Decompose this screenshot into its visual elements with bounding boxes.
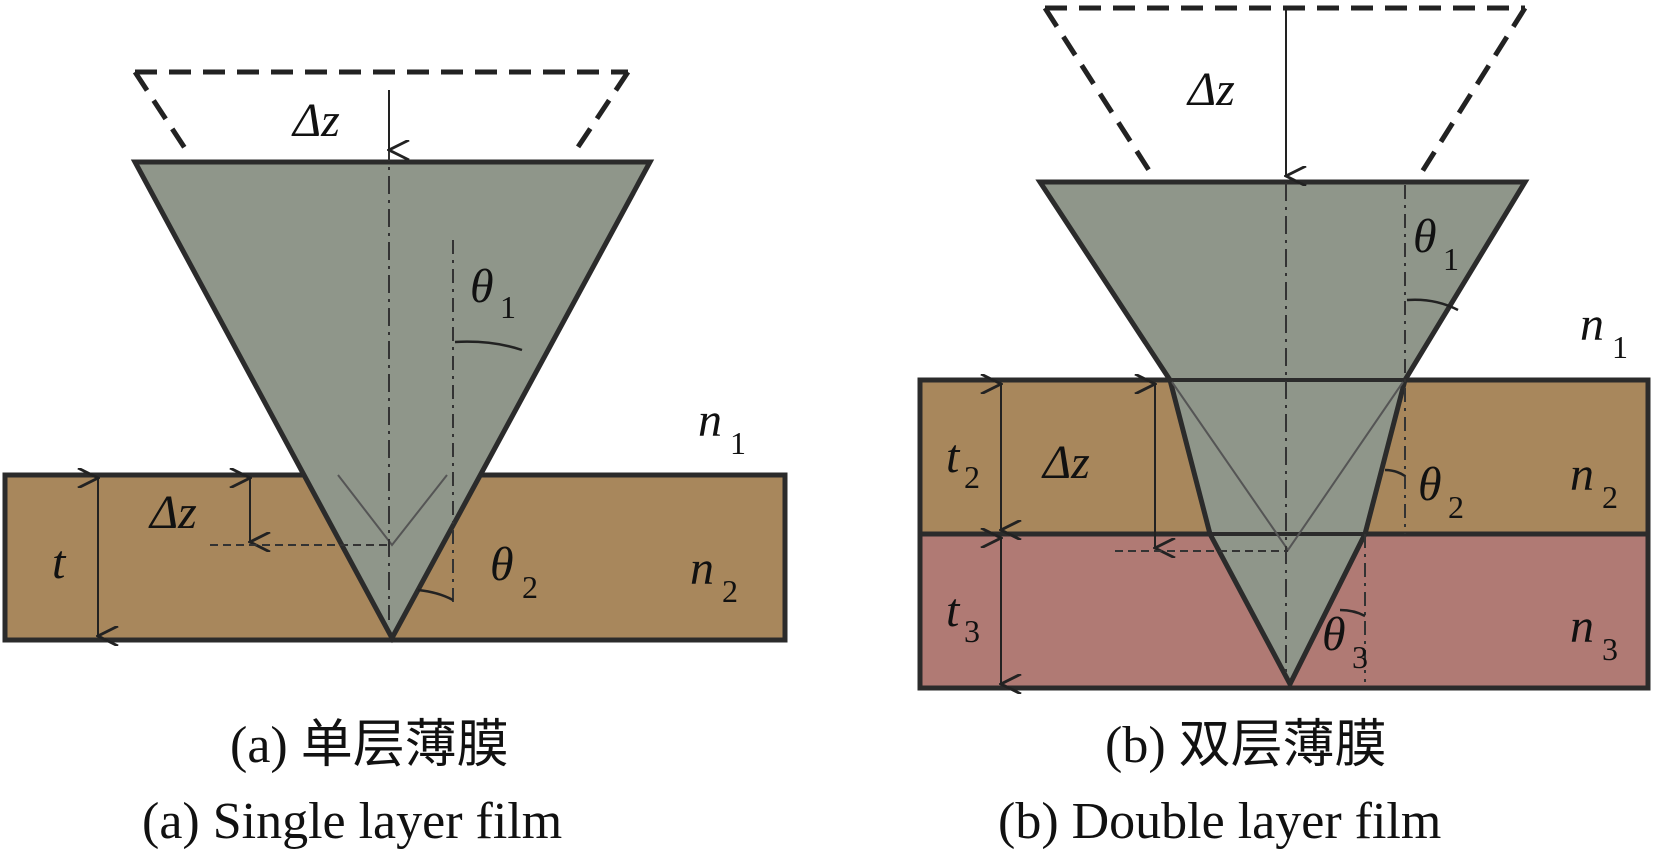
label-t3: t 3 (946, 584, 980, 649)
indenter (130, 159, 655, 644)
svg-text:n: n (1570, 600, 1594, 653)
svg-text:2: 2 (1602, 479, 1618, 515)
indenter (1035, 179, 1530, 690)
label-n2: n 2 (1570, 448, 1618, 515)
svg-text:θ: θ (490, 538, 514, 591)
svg-text:2: 2 (964, 459, 980, 495)
svg-text:1: 1 (730, 425, 746, 461)
theta2-arc (417, 588, 454, 602)
film-imprint-lines (337, 474, 448, 547)
label-theta2: θ 2 (1418, 458, 1464, 525)
svg-text:n: n (1570, 448, 1594, 501)
label-delta-z-top: Δz (1186, 63, 1235, 116)
svg-text:t: t (946, 430, 961, 483)
label-delta-z-mid: Δz (148, 486, 197, 539)
theta3-arc (1339, 608, 1366, 618)
label-theta3: θ 3 (1322, 608, 1368, 675)
caption-a-chinese: (a) 单层薄膜 (230, 717, 509, 774)
svg-text:1: 1 (1612, 329, 1628, 365)
svg-text:θ: θ (470, 260, 494, 313)
label-delta-z-mid: Δz (1041, 436, 1090, 489)
svg-text:2: 2 (1448, 489, 1464, 525)
svg-text:2: 2 (722, 573, 738, 609)
svg-text:2: 2 (522, 569, 538, 605)
caption-b-chinese: (b) 双层薄膜 (1105, 717, 1387, 774)
svg-text:t: t (946, 584, 961, 637)
panel-single-layer: Δz Δz t θ 1 θ 2 n 1 n 2 (a) 单层薄膜 (a) Sin… (2, 69, 788, 850)
caption-a-english: (a) Single layer film (142, 793, 562, 850)
svg-text:n: n (1580, 298, 1604, 351)
caption-b-english: (b) Double layer film (998, 793, 1441, 850)
label-t2: t 2 (946, 430, 980, 495)
theta2-arc (1384, 468, 1406, 478)
svg-text:θ: θ (1413, 210, 1437, 263)
theta1-arc (1406, 298, 1459, 312)
initial-indenter-outline (1042, 5, 1528, 177)
svg-text:3: 3 (1352, 639, 1368, 675)
theta1-arc (454, 340, 523, 352)
svg-text:1: 1 (500, 289, 516, 325)
initial-indenter-outline (132, 69, 631, 158)
svg-text:θ: θ (1322, 608, 1346, 661)
svg-text:1: 1 (1443, 241, 1459, 277)
label-n1: n 1 (698, 394, 746, 461)
label-theta2: θ 2 (490, 538, 538, 605)
svg-text:3: 3 (964, 613, 980, 649)
label-n1: n 1 (1580, 298, 1628, 365)
label-theta1: θ 1 (470, 260, 516, 325)
label-n3: n 3 (1570, 600, 1618, 667)
label-t: t (52, 536, 67, 589)
svg-text:n: n (690, 542, 714, 595)
label-delta-z-top: Δz (291, 94, 340, 147)
svg-text:n: n (698, 394, 722, 447)
panel-double-layer: Δz Δz t 2 t 3 θ 1 θ 2 θ 3 n 1 n 2 (917, 5, 1651, 850)
svg-text:θ: θ (1418, 458, 1442, 511)
label-theta1: θ 1 (1413, 210, 1459, 277)
svg-text:3: 3 (1602, 631, 1618, 667)
label-n2: n 2 (690, 542, 738, 609)
